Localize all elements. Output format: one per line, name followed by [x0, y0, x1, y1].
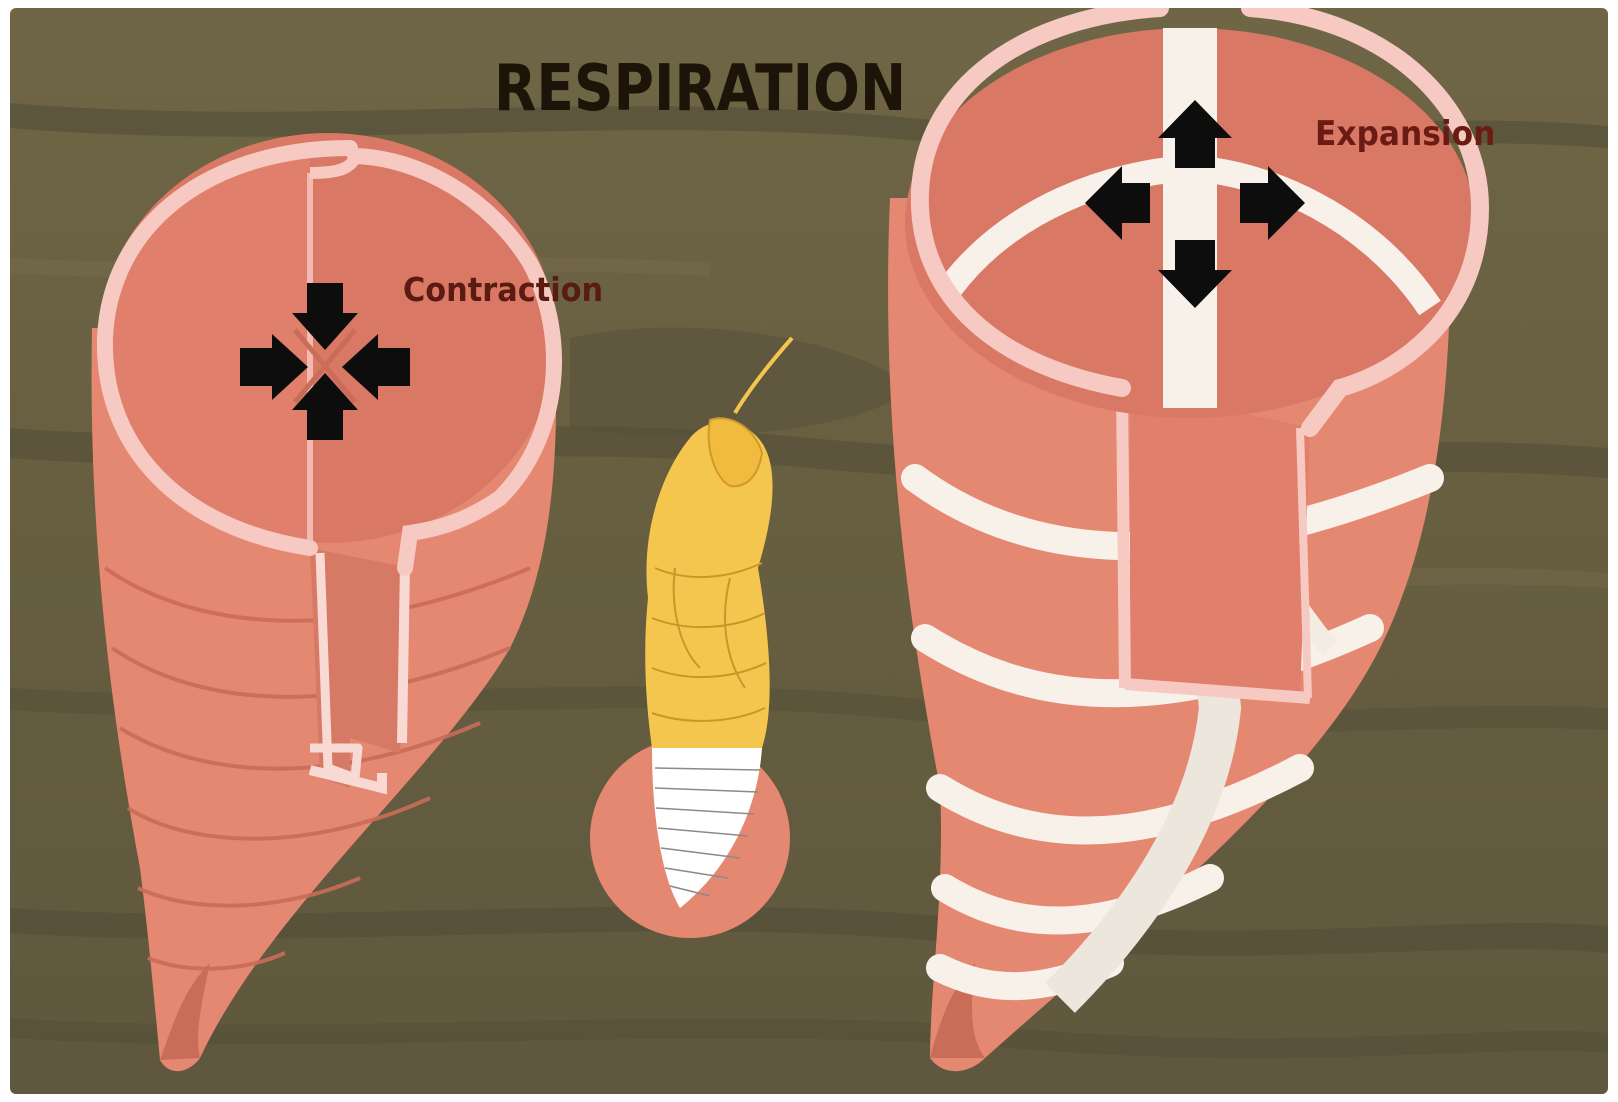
contraction-label: Contraction	[403, 270, 603, 309]
diagram-board: RESPIRATION Contraction Expansion	[10, 8, 1608, 1094]
diagram-title: RESPIRATION	[107, 52, 1294, 126]
respiration-illustration	[10, 8, 1608, 1094]
expansion-label: Expansion	[1315, 114, 1495, 154]
